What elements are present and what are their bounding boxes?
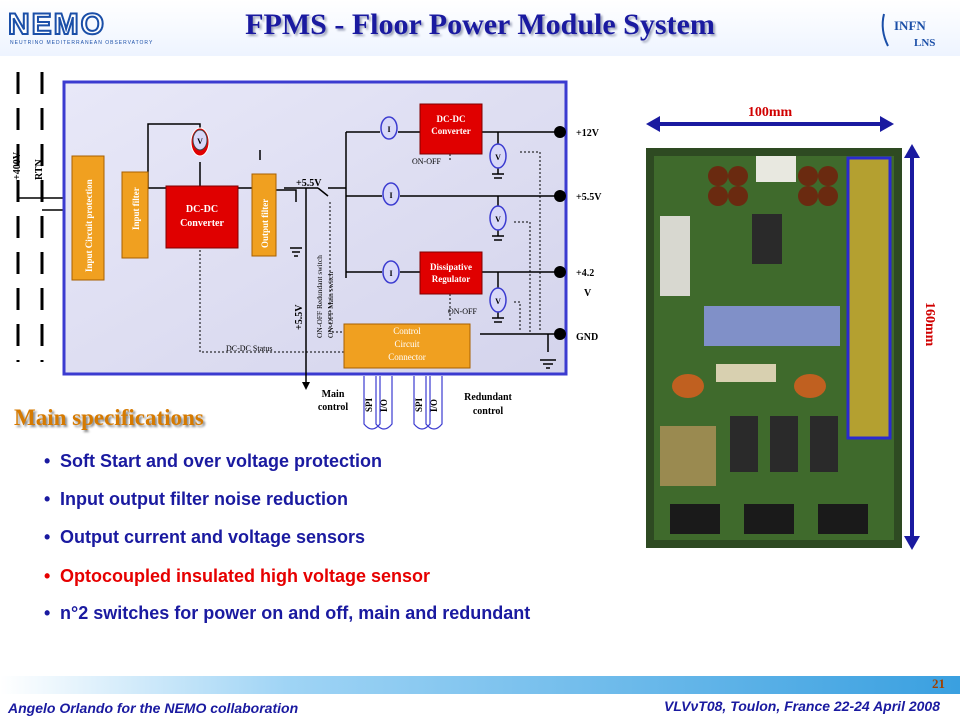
- terminal-12v-icon: [554, 126, 566, 138]
- label-on-off-2: ON-OFF: [448, 307, 477, 316]
- label-dissipative-2: Regulator: [432, 274, 471, 284]
- label-io-1: I/O: [379, 399, 389, 412]
- label-dcdc-status: DC-DC Status: [226, 344, 272, 353]
- board-photo: [646, 148, 902, 548]
- bus-connectors: [363, 376, 443, 430]
- spec-item-2: Input output filter noise reduction: [44, 489, 348, 510]
- label-dcdc-main-2: Converter: [180, 218, 224, 229]
- spec-item-3: Output current and voltage sensors: [44, 527, 365, 548]
- block-input-filter: [121, 171, 149, 259]
- svg-text:I: I: [389, 191, 392, 200]
- label-on-off-1: ON-OFF: [412, 157, 441, 166]
- current-meter-5v5-icon: I: [382, 182, 400, 206]
- slide-title: FPMS - Floor Power Module System: [245, 8, 715, 41]
- label-spi-2: SPI: [414, 397, 424, 412]
- nemo-logo-text: NEMO: [7, 7, 106, 42]
- current-meter-12v-icon: I: [380, 116, 398, 140]
- output-label-gnd: GND: [576, 332, 598, 343]
- label-control-2: Circuit: [395, 339, 420, 349]
- label-dcdc-main-1: DC-DC: [186, 204, 218, 215]
- label-io-2: I/O: [429, 399, 439, 412]
- label-control-3: Connector: [388, 352, 426, 362]
- spec-item-4: Optocoupled insulated high voltage senso…: [44, 566, 430, 587]
- infn-arc-icon: [881, 13, 889, 47]
- svg-text:I: I: [389, 269, 392, 278]
- svg-text:V: V: [197, 137, 203, 146]
- footer-bar: [0, 676, 960, 694]
- terminal-gnd-icon: [554, 328, 566, 340]
- label-switch-redundant: ON-OFF Redundant switch: [315, 255, 324, 338]
- nemo-logo-subtitle: NEUTRINO MEDITERRANEAN OBSERVATORY: [10, 40, 154, 46]
- block-dcdc-main: [165, 185, 239, 249]
- terminal-5v5-icon: [554, 190, 566, 202]
- output-label-12v: +12V: [576, 128, 600, 139]
- infn-logo: INFN LNS: [881, 13, 935, 49]
- block-input-protection: [71, 155, 105, 281]
- main-control-arrow-icon: [302, 382, 310, 390]
- label-main-control-2: control: [318, 402, 349, 413]
- signal-lines: [199, 142, 541, 353]
- infn-text: INFN: [894, 18, 926, 33]
- output-label-4v2: +4.2: [576, 268, 594, 279]
- svg-text:V: V: [495, 153, 501, 162]
- voltage-meter-4v2-icon: V: [489, 287, 507, 313]
- block-dissipative-regulator: [419, 251, 483, 295]
- height-dimension-label: 160mm: [922, 302, 937, 347]
- footer-author: Angelo Orlando for the NEMO collaboratio…: [8, 700, 299, 716]
- label-dcdc-12v-1: DC-DC: [437, 114, 466, 124]
- width-arrow-right-icon: [880, 116, 894, 132]
- output-label-5v5: +5.5V: [576, 192, 602, 203]
- block-dcdc-12v: [419, 103, 483, 155]
- block-control-connector: [343, 323, 471, 369]
- label-bus-5v5: +5.5V: [296, 178, 322, 189]
- label-input-protection: Input Circuit protection: [84, 179, 94, 272]
- label-redundant-control-2: control: [473, 406, 504, 417]
- lns-text: LNS: [914, 37, 935, 49]
- footer-conference: VLVνT08, Toulon, France 22-24 April 2008: [664, 698, 940, 714]
- label-control-1: Control: [393, 326, 421, 336]
- spec-item-1: Soft Start and over voltage protection: [44, 451, 382, 472]
- svg-text:V: V: [495, 215, 501, 224]
- wiring: [147, 123, 560, 380]
- board-photo-area: 100mm 160mm: [646, 105, 937, 550]
- svg-text:I: I: [387, 125, 390, 134]
- label-dissipative-1: Dissipative: [430, 262, 472, 272]
- terminal-4v2-icon: [554, 266, 566, 278]
- label-redundant-control-1: Redundant: [464, 392, 512, 403]
- label-spi-1: SPI: [364, 397, 374, 412]
- voltage-meter-12v-icon: V: [489, 143, 507, 169]
- block-output-filter: [251, 173, 277, 257]
- label-output-filter: Output filter: [260, 199, 270, 248]
- height-arrow-bottom-icon: [904, 536, 920, 550]
- input-label-rtn: RTN: [34, 158, 45, 180]
- highlighted-section: [846, 156, 892, 440]
- ground-symbols: [290, 173, 556, 369]
- voltage-meter-5v5-icon: V: [489, 205, 507, 231]
- current-meter-4v2-icon: I: [382, 260, 400, 284]
- specifications-heading: Main specifications: [14, 405, 204, 430]
- label-bus-5v5-vertical: +5.5V: [294, 304, 305, 330]
- header-bar: [0, 0, 960, 56]
- height-arrow-top-icon: [904, 144, 920, 158]
- label-dcdc-12v-2: Converter: [431, 126, 470, 136]
- svg-text:V: V: [495, 297, 501, 306]
- label-main-control-1: Main: [322, 389, 345, 400]
- input-label-hv: +400V: [12, 151, 23, 180]
- block-diagram: +400V RTN: [12, 72, 602, 430]
- label-switch-main: ON-OFF Main switch: [326, 271, 335, 338]
- voltage-meter-input-icon: V: [190, 127, 210, 157]
- width-arrow-left-icon: [646, 116, 660, 132]
- output-label-4v2-unit: V: [584, 288, 592, 299]
- page-number: 21: [932, 676, 945, 691]
- spec-item-5: n°2 switches for power on and off, main …: [44, 603, 530, 624]
- label-input-filter: Input filter: [131, 187, 141, 230]
- width-dimension-label: 100mm: [748, 105, 793, 120]
